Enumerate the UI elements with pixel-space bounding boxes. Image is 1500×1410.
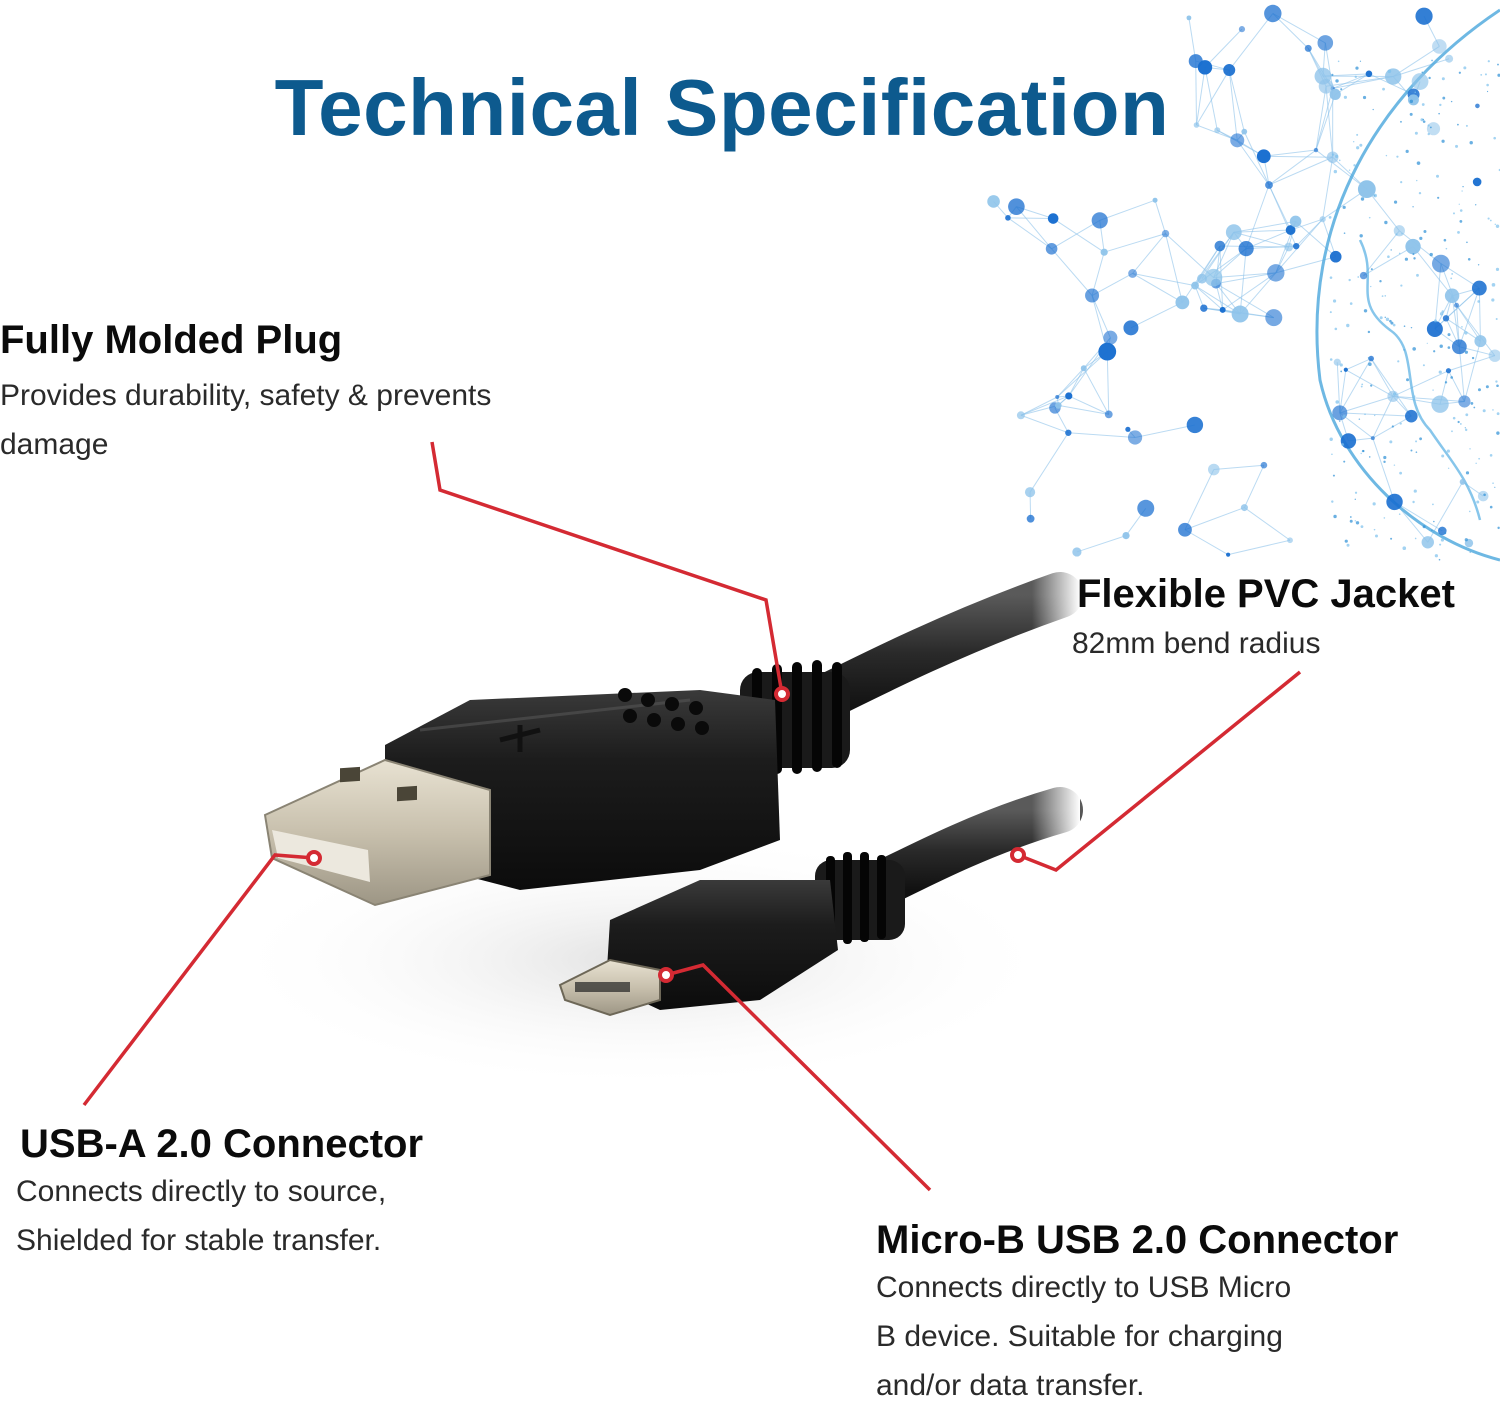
- feature-description: Connects directly to USB Micro B device.…: [876, 1263, 1398, 1410]
- feature-description: Provides durability, safety & prevents d…: [0, 371, 491, 469]
- feature-title: Micro-B USB 2.0 Connector: [876, 1218, 1398, 1263]
- description-line: Connects directly to source,: [16, 1167, 423, 1216]
- feature-pvc-jacket: Flexible PVC Jacket 82mm bend radius: [1072, 572, 1455, 668]
- feature-title: USB-A 2.0 Connector: [16, 1122, 423, 1167]
- description-line: Provides durability, safety & prevents: [0, 371, 491, 420]
- feature-description: Connects directly to source, Shielded fo…: [16, 1167, 423, 1265]
- callout-molded-plug: [432, 442, 782, 694]
- description-line: damage: [0, 420, 491, 469]
- feature-molded-plug: Fully Molded Plug Provides durability, s…: [0, 318, 491, 469]
- description-line: B device. Suitable for charging: [876, 1312, 1398, 1361]
- page-title: Technical Specification: [0, 62, 1472, 154]
- description-line: Connects directly to USB Micro: [876, 1263, 1398, 1312]
- description-line: 82mm bend radius: [1072, 619, 1455, 668]
- feature-title: Flexible PVC Jacket: [1072, 572, 1455, 617]
- feature-description: 82mm bend radius: [1072, 619, 1455, 668]
- feature-micro-b: Micro-B USB 2.0 Connector Connects direc…: [876, 1218, 1398, 1410]
- feature-usb-a: USB-A 2.0 Connector Connects directly to…: [16, 1122, 423, 1265]
- description-line: Shielded for stable transfer.: [16, 1216, 423, 1265]
- feature-title: Fully Molded Plug: [0, 318, 491, 363]
